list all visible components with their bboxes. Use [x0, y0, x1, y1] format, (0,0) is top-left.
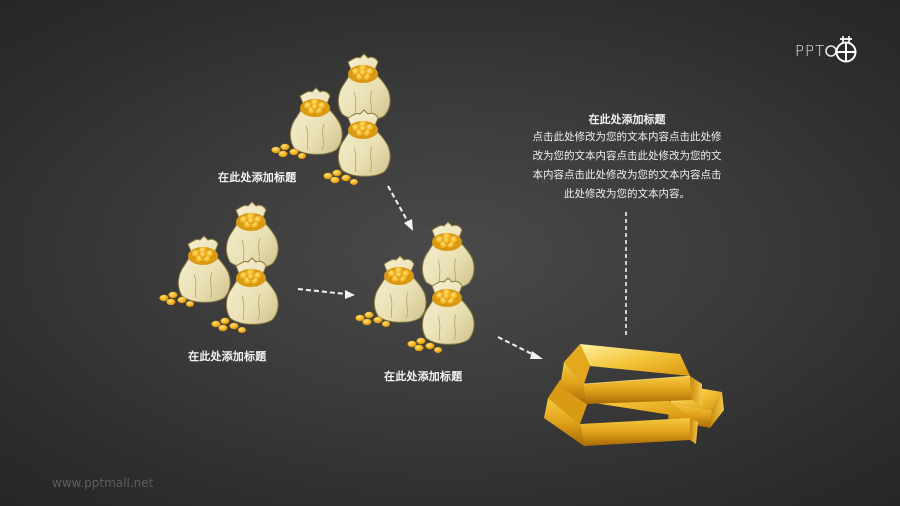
description-title: 在此处添加标题 [588, 113, 666, 126]
group-label-middle: 在此处添加标题 [384, 370, 463, 383]
logo-text: PPT [795, 42, 826, 60]
gold-bars-icon [544, 344, 724, 446]
arrow-middle-to-gold [497, 336, 543, 359]
description-line: 点击此处修改为您的文本内容点击此处修 [532, 131, 722, 143]
group-label-top: 在此处添加标题 [218, 171, 297, 184]
ppt-cross-circle-logo-icon [825, 36, 857, 63]
brand-logo: PPT [795, 36, 857, 66]
description-line: 本内容点击此处修改为您的文本内容点击 [532, 169, 722, 181]
description-body: 点击此处修改为您的文本内容点击此处修 改为您的文本内容点击此处修改为您的文 本内… [518, 128, 736, 204]
watermark: www.pptmall.net [52, 476, 154, 490]
arrow-left-to-middle [297, 288, 355, 299]
group-label-left: 在此处添加标题 [188, 350, 267, 363]
gold-bars [540, 340, 730, 459]
description-line: 改为您的文本内容点击此处修改为您的文 [532, 150, 722, 162]
description-line: 此处修改为您的文本内容。 [564, 188, 690, 200]
description-block: 在此处添加标题 点击此处修改为您的文本内容点击此处修 改为您的文本内容点击此处修… [518, 112, 736, 204]
arrow-top-to-middle [387, 185, 413, 231]
